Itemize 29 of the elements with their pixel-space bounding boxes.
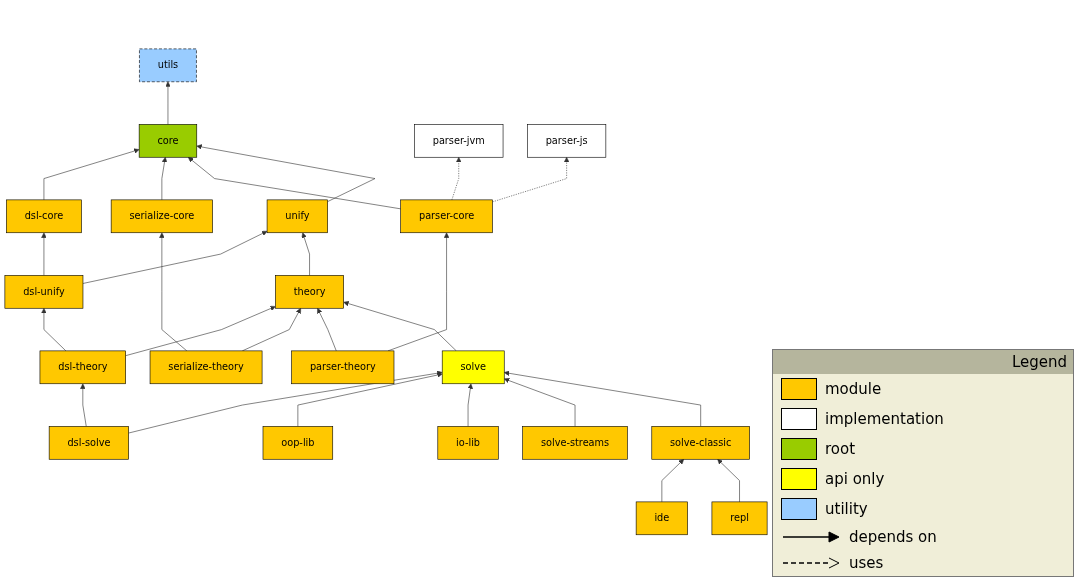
node-box: core — [138, 123, 198, 158]
node-box: theory — [275, 274, 344, 309]
node-box: parser-jvm — [414, 123, 504, 158]
legend-label: module — [825, 380, 882, 398]
node-box: dsl-unify — [4, 274, 84, 309]
node-box: solve-classic — [651, 425, 750, 460]
node-box: dsl-solve — [48, 425, 129, 460]
node-box: dsl-core — [6, 199, 82, 233]
legend-label: depends on — [849, 528, 937, 546]
legend-label: api only — [825, 470, 885, 488]
node-box: parser-core — [400, 199, 493, 233]
node-box: utils — [139, 48, 197, 82]
legend-label: uses — [849, 554, 884, 572]
node-box: dsl-theory — [39, 350, 126, 384]
legend-label: utility — [825, 500, 868, 518]
node-box: ide — [635, 501, 688, 535]
node-box: parser-js — [527, 123, 607, 158]
node-box: solve — [441, 350, 505, 384]
legend-label: implementation — [825, 410, 944, 428]
legend-label: root — [825, 440, 856, 458]
legend-title: Legend — [773, 350, 1073, 374]
node-box: oop-lib — [262, 425, 334, 460]
node-box: serialize-theory — [149, 350, 263, 384]
node-box: parser-theory — [291, 350, 395, 384]
node-box: serialize-core — [110, 199, 213, 233]
node-box: io-lib — [437, 425, 499, 460]
node-box: unify — [266, 199, 328, 233]
node-box: solve-streams — [522, 425, 628, 460]
node-box: repl — [711, 501, 768, 535]
